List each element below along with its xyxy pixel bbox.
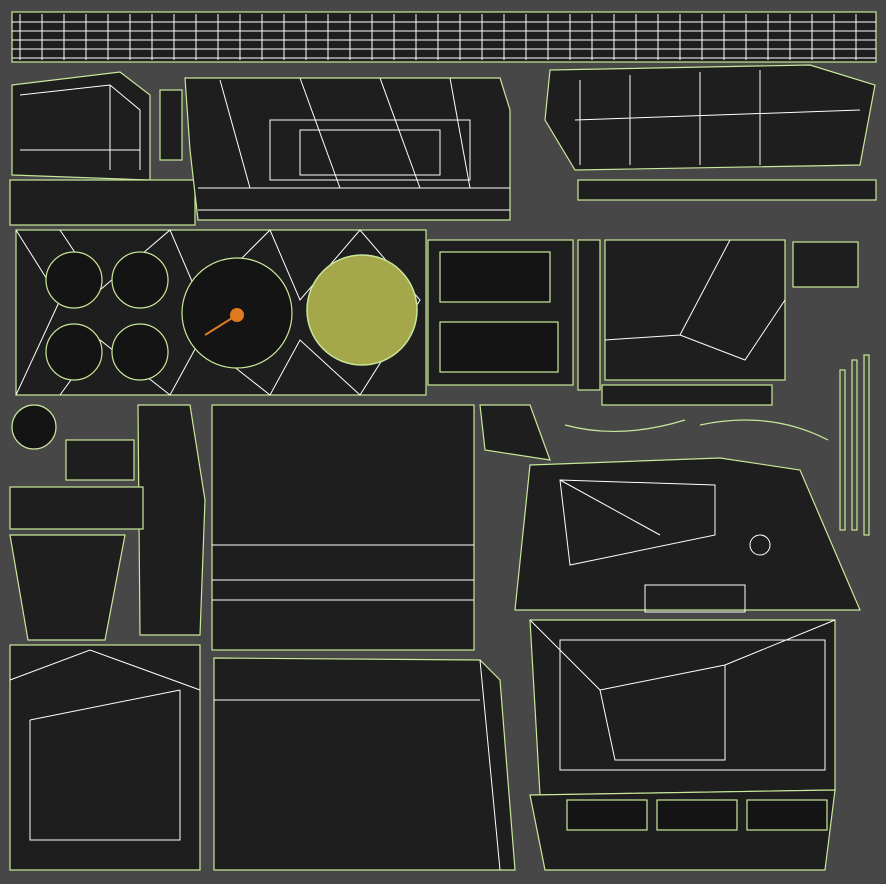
gauge-cluster-island <box>15 229 427 396</box>
thin-strips <box>479 241 870 536</box>
seat-bottom-island <box>213 657 516 871</box>
seat-back-island <box>211 404 475 651</box>
radio-side-island <box>577 239 601 391</box>
glovebox-island <box>601 239 786 406</box>
left-lower-islands <box>9 404 201 871</box>
volts-gauge <box>45 251 103 309</box>
temp-gauge <box>111 323 169 381</box>
dash-center-island <box>184 77 511 221</box>
top-strip-island <box>11 11 877 63</box>
oil-pressure-gauge <box>111 251 169 309</box>
radio-island <box>427 239 574 386</box>
vent-island <box>159 89 183 161</box>
right-dash-island <box>544 64 877 201</box>
console-island <box>514 457 861 613</box>
floor-island <box>529 619 836 871</box>
pillar-island <box>137 404 206 636</box>
top-strip-wireframe <box>12 14 876 60</box>
left-dash-island <box>9 71 196 226</box>
speedometer-selected <box>306 254 418 366</box>
fuel-gauge <box>45 323 103 381</box>
